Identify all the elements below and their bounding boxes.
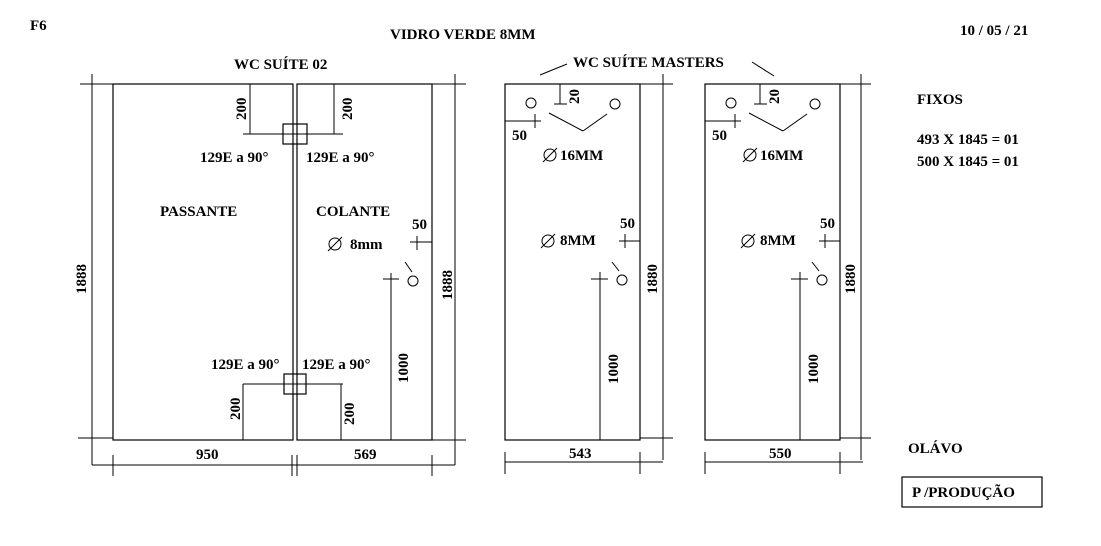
panel-width-label: 543 [569, 446, 592, 462]
stamp-box [901, 476, 1043, 508]
hole-offset-label: 50 [620, 216, 635, 232]
width-passante-label: 950 [196, 447, 219, 463]
colante-handle-height-label: 1000 [396, 353, 412, 383]
top-hole-right [809, 98, 821, 110]
hole-leader [811, 261, 820, 272]
right-height-label: 1888 [440, 270, 456, 300]
sheet-code: F6 [30, 18, 47, 34]
cross-line-right [782, 113, 808, 132]
hinge-top-left-label: 129E a 90° [200, 150, 269, 166]
top-right-offset-label: 200 [340, 98, 356, 121]
colante-hole-label: 8mm [350, 237, 383, 253]
top-hole-left [725, 97, 737, 109]
handle-height-label: 1000 [606, 354, 622, 384]
hinge-bottom-left-label: 129E a 90° [211, 357, 280, 373]
fixos-line-2: 500 X 1845 = 01 [917, 154, 1019, 170]
colante-hole [407, 275, 419, 287]
top-offset-label: 20 [767, 89, 783, 104]
hole-diameter-label: 8MM [560, 233, 596, 249]
top-hole-right [609, 98, 621, 110]
hinge-top-right-label: 129E a 90° [306, 150, 375, 166]
diameter-symbol-icon [327, 236, 343, 252]
bottom-left-offset-label: 200 [228, 398, 244, 421]
fixos-title: FIXOS [917, 92, 963, 108]
bottom-right-offset-label: 200 [342, 403, 358, 426]
stamp-label: P /PRODUÇÃO [912, 483, 1015, 501]
hole-offset-label: 50 [820, 216, 835, 232]
master-panel-2: 20 50 16MM 8MM 50 1000 1880 550 [704, 74, 871, 474]
colante-hole-leader [404, 261, 413, 273]
top-hole-diameter-label: 16MM [760, 148, 803, 164]
author-label: OLÁVO [908, 440, 963, 457]
panel-width-label: 550 [769, 446, 792, 462]
panel-height-label: 1880 [645, 264, 661, 294]
masters-title: WC SUÍTE MASTERS [573, 54, 724, 71]
masters-pointer-left [539, 63, 568, 76]
passante-label: PASSANTE [160, 204, 237, 220]
diameter-slash [742, 147, 758, 163]
suite02-title: WC SUÍTE 02 [234, 56, 327, 73]
diameter-slash [542, 147, 558, 163]
fixos-line-1: 493 X 1845 = 01 [917, 132, 1019, 148]
passante-panel [112, 83, 294, 441]
drawing-title: VIDRO VERDE 8MM [390, 27, 536, 43]
glass-panel [504, 83, 641, 441]
top-left-offset-label: 200 [234, 98, 250, 121]
cross-line-left [748, 112, 784, 132]
top-hole-left [525, 97, 537, 109]
hinge-bottom-right-label: 129E a 90° [302, 357, 371, 373]
master-panel-1: 20 50 16MM 8MM 50 1000 1880 543 [504, 74, 673, 474]
diameter-slash [740, 233, 756, 249]
top-offset-label: 20 [567, 89, 583, 104]
handle-hole [816, 274, 828, 286]
masters-group: WC SUÍTE MASTERS [539, 54, 775, 77]
diameter-slash [540, 233, 556, 249]
hole-leader [611, 261, 620, 272]
colante-hole-offset-label: 50 [412, 217, 427, 233]
cross-line-right [582, 113, 608, 132]
left-height-label: 1888 [74, 264, 90, 294]
diameter-symbol-icon [741, 234, 755, 248]
handle-hole [616, 274, 628, 286]
masters-pointer-right [751, 61, 775, 77]
suite02-group: WC SUÍTE 02 200 200 129E a 90° 129E a 90… [74, 56, 466, 476]
diameter-symbol-icon [541, 234, 555, 248]
drawing-date: 10 / 05 / 21 [960, 23, 1028, 39]
side-offset-label: 50 [712, 128, 727, 144]
hole-diameter-label: 8MM [760, 233, 796, 249]
cross-line-left [548, 112, 584, 132]
diameter-symbol-icon [543, 148, 557, 162]
colante-label: COLANTE [316, 204, 390, 220]
width-colante-label: 569 [354, 447, 377, 463]
top-hole-diameter-label: 16MM [560, 148, 603, 164]
colante-panel [296, 83, 433, 441]
side-offset-label: 50 [512, 128, 527, 144]
glass-panel [704, 83, 841, 441]
handle-height-label: 1000 [806, 354, 822, 384]
diameter-symbol-icon [743, 148, 757, 162]
panel-height-label: 1880 [843, 264, 859, 294]
